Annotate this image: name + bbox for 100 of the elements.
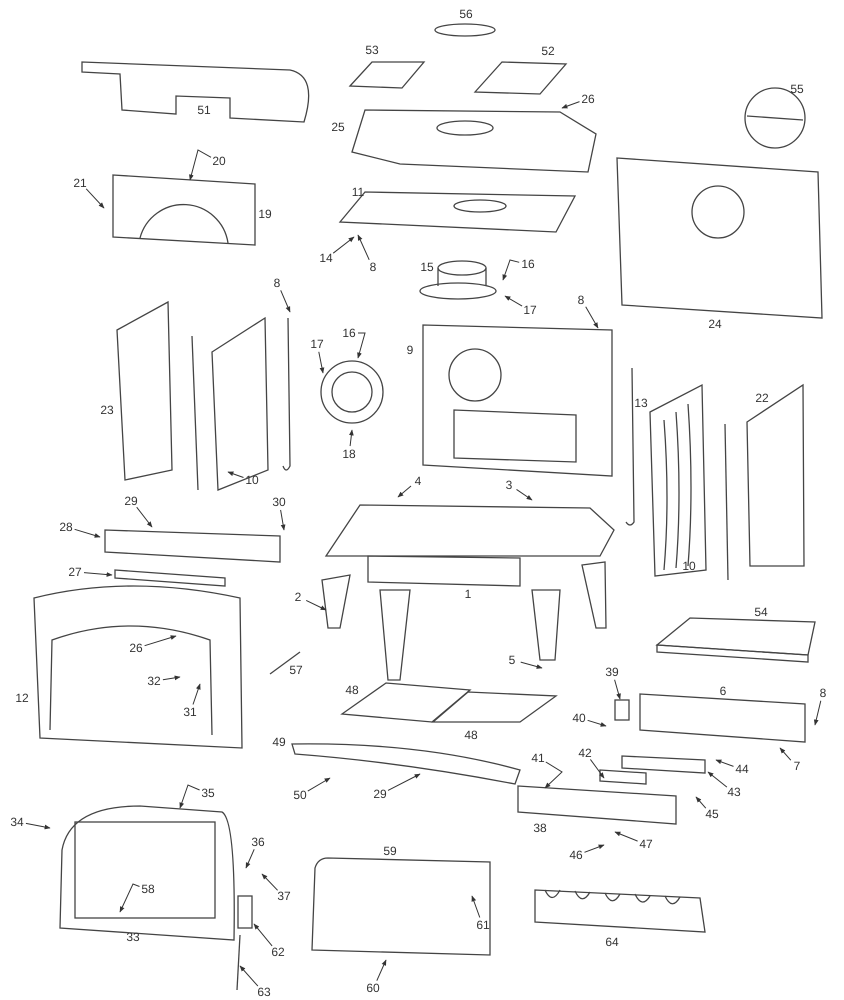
leader-line xyxy=(376,959,386,982)
callout-number: 28 xyxy=(59,521,73,533)
leader-line xyxy=(561,101,580,108)
leader-line xyxy=(280,509,286,531)
leader-line xyxy=(590,758,604,778)
callout-number: 7 xyxy=(794,760,800,772)
leader-line xyxy=(189,149,212,181)
callout-number: 61 xyxy=(476,919,490,931)
leader-line xyxy=(504,296,523,307)
leader-line xyxy=(254,924,273,946)
callout-number: 41 xyxy=(531,752,545,764)
callout-number: 49 xyxy=(272,736,286,748)
callout-number: 32 xyxy=(147,675,161,687)
callout-number: 16 xyxy=(521,258,535,270)
leader-line xyxy=(388,774,421,791)
leader-line xyxy=(584,844,605,853)
callout-number: 40 xyxy=(572,712,586,724)
leader-line xyxy=(614,679,621,700)
callout-number: 24 xyxy=(708,318,722,330)
callout-number: 56 xyxy=(459,8,473,20)
callout-number: 58 xyxy=(141,883,155,895)
callout-number: 57 xyxy=(289,664,303,676)
callout-number: 29 xyxy=(373,788,387,800)
leader-line xyxy=(544,762,563,788)
callout-number: 20 xyxy=(212,155,226,167)
callout-number: 46 xyxy=(569,849,583,861)
callout-number: 27 xyxy=(68,566,82,578)
callout-number: 30 xyxy=(272,496,286,508)
callout-number: 1 xyxy=(464,588,472,600)
leader-line xyxy=(240,966,258,987)
leader-line xyxy=(696,796,706,809)
leader-line xyxy=(318,351,324,374)
callout-number: 60 xyxy=(366,982,380,994)
leader-line xyxy=(74,528,101,538)
callout-number: 62 xyxy=(271,946,285,958)
callout-number: 2 xyxy=(294,591,302,603)
callout-number: 5 xyxy=(508,654,516,666)
callout-number: 63 xyxy=(257,986,271,998)
callout-number: 38 xyxy=(533,822,547,834)
callout-number: 51 xyxy=(197,104,211,116)
callout-number: 21 xyxy=(73,177,87,189)
leader-line xyxy=(814,700,822,726)
callout-number: 14 xyxy=(319,252,333,264)
leader-line xyxy=(162,676,181,680)
callout-number: 29 xyxy=(124,495,138,507)
callout-number: 9 xyxy=(406,344,414,356)
leader-line xyxy=(192,683,201,705)
callout-number: 10 xyxy=(682,560,696,572)
callout-number: 26 xyxy=(581,93,595,105)
callout-number: 13 xyxy=(634,397,648,409)
callout-number: 47 xyxy=(639,838,653,850)
callout-number: 64 xyxy=(605,936,619,948)
leader-line xyxy=(358,234,370,260)
leader-line xyxy=(332,236,354,254)
leader-line xyxy=(86,188,104,208)
leader-line xyxy=(520,662,543,669)
callout-number: 50 xyxy=(293,789,307,801)
callout-number: 52 xyxy=(541,45,555,57)
callout-number: 15 xyxy=(420,261,434,273)
callout-number: 8 xyxy=(820,687,826,699)
callout-number: 18 xyxy=(342,448,356,460)
callout-number: 12 xyxy=(15,692,29,704)
callout-number: 48 xyxy=(464,729,478,741)
callout-number: 55 xyxy=(790,83,804,95)
callout-number: 59 xyxy=(383,845,397,857)
callout-number: 19 xyxy=(258,208,272,220)
leader-line xyxy=(84,572,113,577)
leader-line xyxy=(262,874,278,891)
leader-line xyxy=(227,472,244,478)
callout-number: 45 xyxy=(705,808,719,820)
callout-number: 54 xyxy=(754,606,768,618)
callout-number: 36 xyxy=(251,836,265,848)
leader-line xyxy=(136,506,152,528)
callout-number: 10 xyxy=(245,474,259,486)
callout-number: 17 xyxy=(523,304,537,316)
callout-number: 53 xyxy=(365,44,379,56)
callout-number: 34 xyxy=(10,816,24,828)
callout-number: 8 xyxy=(274,277,280,289)
callout-number: 35 xyxy=(201,787,215,799)
leader-line xyxy=(472,895,480,918)
leader-line xyxy=(780,748,792,761)
callout-number: 44 xyxy=(735,763,749,775)
callout-number: 26 xyxy=(129,642,143,654)
leader-line xyxy=(348,429,354,447)
leader-line xyxy=(502,259,520,281)
leader-line xyxy=(516,488,532,500)
leader-line xyxy=(585,306,598,329)
leader-line xyxy=(357,332,366,359)
callout-number: 6 xyxy=(720,685,726,697)
callout-number: 4 xyxy=(414,475,422,487)
leader-line xyxy=(280,290,290,313)
leader-line xyxy=(587,720,607,727)
callout-number: 25 xyxy=(331,121,345,133)
callout-number: 43 xyxy=(727,786,741,798)
callout-number: 37 xyxy=(277,890,291,902)
callout-number: 42 xyxy=(578,747,592,759)
callout-number: 17 xyxy=(310,338,324,350)
callout-number: 48 xyxy=(345,684,359,696)
callout-number: 16 xyxy=(342,327,356,339)
callout-number: 3 xyxy=(506,479,512,491)
